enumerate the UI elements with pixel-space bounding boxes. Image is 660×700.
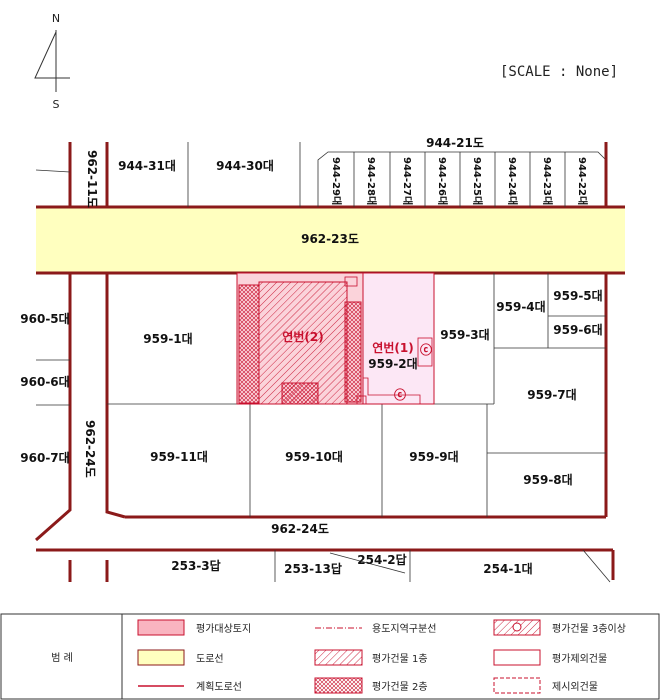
parcel-960-5: 960-5대 bbox=[20, 312, 69, 326]
subject-label-2: 연번(2) bbox=[282, 329, 323, 344]
parcel-944-28: 944-28대 bbox=[365, 157, 378, 205]
parcel-253-3: 253-3답 bbox=[171, 558, 220, 573]
road-962-23: 962-23도 bbox=[301, 232, 359, 246]
parcel-254-2: 254-2답 bbox=[357, 552, 406, 567]
parcel-254-1: 254-1대 bbox=[483, 562, 532, 576]
legend-swatch-subject-land bbox=[137, 619, 185, 636]
south-label: S bbox=[53, 98, 60, 111]
legend-unlisted-building: 제시외건물 bbox=[552, 681, 598, 693]
subject-marker-1: ⓒ bbox=[420, 342, 432, 357]
road-962-11: 962-11도 bbox=[85, 150, 99, 208]
north-label: N bbox=[52, 12, 60, 25]
parcel-959-9: 959-9대 bbox=[409, 450, 458, 464]
road-944-21: 944-21도 bbox=[426, 136, 484, 150]
main-road-fill bbox=[36, 207, 625, 273]
parcel-944-27: 944-27대 bbox=[401, 157, 414, 205]
legend-swatch-building-1f bbox=[314, 649, 363, 666]
parcel-944-30: 944-30대 bbox=[216, 159, 274, 173]
subject-marker-2: ⓒ bbox=[394, 387, 406, 402]
parcel-959-7: 959-7대 bbox=[527, 388, 576, 402]
parcel-959-3: 959-3대 bbox=[440, 328, 489, 342]
subject-label-1: 연번(1) bbox=[372, 340, 413, 355]
parcel-944-26: 944-26대 bbox=[436, 157, 449, 205]
parcel-959-6: 959-6대 bbox=[553, 323, 602, 337]
road-962-24-bottom: 962-24도 bbox=[271, 522, 329, 536]
legend-zone-line: 용도지역구분선 bbox=[372, 623, 436, 635]
legend-building-3f: 평가건물 3층이상 bbox=[552, 623, 626, 635]
parcel-944-31: 944-31대 bbox=[118, 159, 176, 173]
legend: 범 례 평가대상토지 도로선 계획도로선 용도지역구분선 평가건물 1층 평가건… bbox=[0, 613, 660, 700]
parcel-253-13: 253-13답 bbox=[284, 561, 342, 576]
legend-title: 범 례 bbox=[51, 652, 73, 664]
parcel-959-8: 959-8대 bbox=[523, 473, 572, 487]
parcel-944-23: 944-23대 bbox=[541, 157, 554, 205]
parcel-944-24: 944-24대 bbox=[506, 157, 519, 205]
legend-road: 도로선 bbox=[196, 653, 224, 665]
scale-text: [SCALE : None] bbox=[500, 64, 618, 80]
legend-building-2f: 평가건물 2층 bbox=[372, 681, 428, 693]
parcel-959-11: 959-11대 bbox=[150, 450, 208, 464]
parcel-959-10: 959-10대 bbox=[285, 450, 343, 464]
legend-planned-road: 계획도로선 bbox=[196, 681, 242, 693]
legend-excluded-building: 평가제외건물 bbox=[552, 653, 607, 665]
road-962-24-vertical: 962-24도 bbox=[83, 420, 97, 478]
parcel-959-1: 959-1대 bbox=[143, 332, 192, 346]
parcel-960-6: 960-6대 bbox=[20, 375, 69, 389]
legend-swatch-road bbox=[137, 649, 185, 666]
subject-land bbox=[236, 272, 435, 405]
parcel-959-4: 959-4대 bbox=[496, 300, 545, 314]
parcel-960-7: 960-7대 bbox=[20, 451, 69, 465]
parcel-959-5: 959-5대 bbox=[553, 289, 602, 303]
legend-swatch-excluded-building bbox=[493, 649, 541, 666]
parcel-944-29: 944-29대 bbox=[330, 157, 343, 205]
legend-building-1f: 평가건물 1층 bbox=[372, 653, 428, 665]
legend-swatch-unlisted-building bbox=[493, 677, 541, 694]
legend-swatch-building-2f bbox=[314, 677, 363, 694]
parcel-959-2: 959-2대 bbox=[368, 357, 417, 371]
parcel-944-22: 944-22대 bbox=[576, 157, 589, 205]
parcel-944-25: 944-25대 bbox=[471, 157, 484, 205]
north-arrow: N S bbox=[34, 12, 70, 111]
legend-subject-land: 평가대상토지 bbox=[196, 623, 251, 635]
